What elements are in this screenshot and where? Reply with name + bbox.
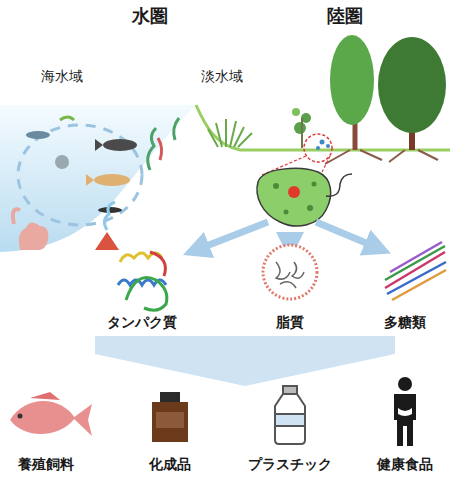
fishes — [26, 117, 137, 213]
big-arrow — [95, 336, 395, 386]
product-label: 健康食品 — [377, 456, 433, 473]
fish-icon — [10, 392, 92, 436]
product-label: 化成品 — [149, 456, 191, 473]
zoom-circle — [304, 134, 332, 162]
trees — [325, 35, 446, 164]
region-label: 水圏 — [132, 5, 168, 27]
bottle-icon — [152, 392, 188, 442]
seabed — [13, 118, 179, 250]
component-label: タンパク質 — [107, 314, 177, 331]
sea — [0, 105, 196, 252]
region-label: 陸圏 — [327, 5, 363, 27]
protein-icon — [118, 252, 167, 310]
grass — [208, 119, 252, 147]
area-label: 淡水域 — [201, 68, 243, 85]
shrub — [292, 108, 330, 150]
lipid-icon — [263, 245, 317, 299]
circulation — [18, 125, 142, 225]
area-label: 海水域 — [41, 68, 83, 85]
product-label: プラスチック — [248, 456, 332, 473]
alga-cell — [257, 168, 352, 226]
person-icon — [394, 377, 416, 446]
component-label: 脂質 — [276, 314, 304, 331]
product-label: 養殖飼料 — [18, 456, 74, 473]
polysaccharide-icon — [385, 242, 446, 300]
plastic-bottle-icon — [275, 386, 305, 444]
component-label: 多糖類 — [384, 314, 426, 331]
